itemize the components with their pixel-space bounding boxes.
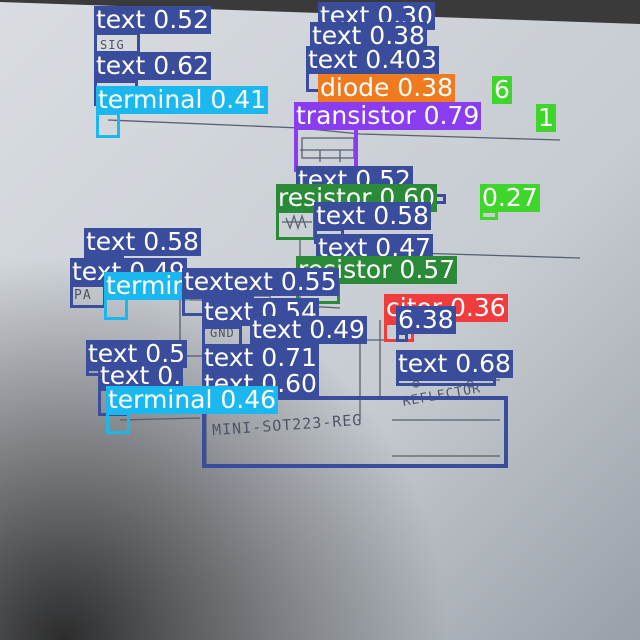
text-detection-box bbox=[396, 378, 496, 386]
text-detection-label: text 0.58 bbox=[84, 227, 201, 256]
text-detection-label: text 0.68 bbox=[396, 349, 513, 378]
text-detection-box bbox=[70, 284, 106, 308]
transistor-detection-label: transistor 0.79 bbox=[294, 101, 482, 130]
text-detection-box bbox=[202, 396, 508, 468]
handwriting-sig: SIG bbox=[100, 38, 125, 52]
text-detection-label: text 0.49 bbox=[250, 315, 367, 344]
text-detection-label: 6.38 bbox=[396, 305, 456, 334]
terminal-detection-label: terminal 0.46 bbox=[106, 385, 279, 414]
text-detection-label: text 0. bbox=[98, 361, 184, 390]
text-detection-label: text 0.403 bbox=[306, 45, 439, 74]
terminal-detection-box bbox=[106, 412, 130, 434]
handwriting-gnd: GND bbox=[210, 326, 235, 340]
text-detection-label: text 0.52 bbox=[94, 5, 211, 34]
text-detection-label: text 0.62 bbox=[94, 51, 211, 80]
terminal-detection-label: terminal 0.41 bbox=[96, 85, 269, 114]
text-detection-label: textext 0.55 bbox=[182, 267, 339, 296]
text-detection-label: text 0.58 bbox=[314, 201, 431, 230]
green-detection-label: 6 bbox=[492, 75, 512, 104]
text-detection-label: text 0.38 bbox=[310, 21, 427, 50]
diode-detection-label: diode 0.38 bbox=[318, 73, 455, 102]
green-detection-label: 1 bbox=[536, 103, 556, 132]
terminal-detection-box bbox=[96, 112, 120, 138]
handwriting-pa: PA bbox=[74, 288, 92, 303]
resistor-detection-label: 0.27 bbox=[480, 183, 540, 212]
text-detection-label: text 0.71 bbox=[202, 343, 319, 372]
terminal-detection-label: termin bbox=[104, 271, 191, 300]
resistor-detection-box bbox=[276, 210, 316, 240]
